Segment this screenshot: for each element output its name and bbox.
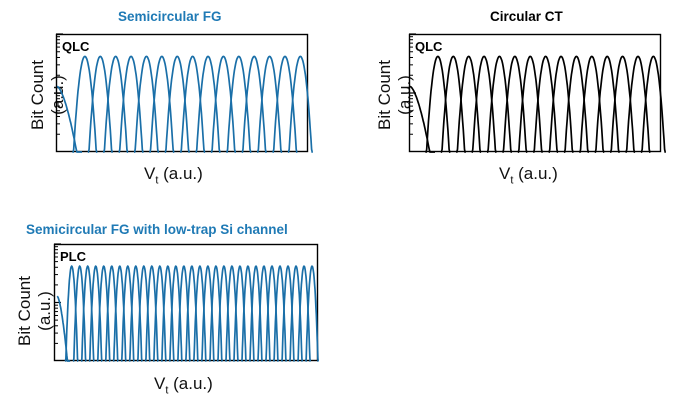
vt-state-curve: [256, 55, 283, 153]
vt-state-curve: [164, 55, 190, 153]
vt-state-curve: [226, 55, 252, 153]
chart-3-xlabel-main: V: [154, 374, 166, 393]
vt-state-curve: [532, 55, 559, 153]
vt-state-curve: [517, 55, 543, 153]
chart-1-xlabel-unit: (a.u.): [158, 164, 203, 183]
vt-distributions: [409, 55, 667, 153]
chart-2-xlabel-sub: t: [510, 174, 514, 187]
chart-2-plot: QLC: [408, 33, 667, 153]
panel-label: QLC: [62, 39, 90, 54]
vt-state-curve: [502, 55, 528, 153]
chart-2-xlabel: Vt (a.u.): [499, 164, 558, 186]
vt-state-curve: [548, 55, 574, 153]
vt-state-curve: [440, 55, 466, 153]
chart-2-xlabel-main: V: [499, 164, 511, 183]
vt-state-curve: [149, 55, 175, 153]
vt-state-curve: [625, 55, 651, 153]
chart-3-plot: PLC: [53, 243, 320, 362]
vt-state-curve: [563, 55, 590, 153]
vt-state-curve: [486, 55, 513, 153]
chart-3-ylabel-line2: (a.u.): [35, 291, 54, 331]
vt-state-curve: [409, 85, 435, 153]
vt-state-curve: [72, 55, 98, 153]
vt-state-curve: [640, 55, 667, 153]
vt-state-curve: [272, 55, 298, 153]
vt-state-curve: [179, 55, 206, 153]
chart-3-ylabel-line1: Bit Count: [15, 276, 34, 346]
vt-state-curve: [102, 55, 129, 153]
vt-state-curve: [425, 55, 451, 153]
vt-state-curve: [56, 85, 82, 153]
vt-state-curve: [118, 55, 144, 153]
vt-state-curve: [56, 295, 71, 362]
chart-1-ylabel-line1: Bit Count: [28, 60, 47, 130]
chart-1-plot: QLC: [55, 33, 314, 153]
chart-2-xlabel-unit: (a.u.): [513, 164, 558, 183]
chart-1-xlabel-main: V: [144, 164, 156, 183]
chart-2-title: Circular CT: [490, 9, 563, 24]
chart-1-xlabel-sub: t: [155, 174, 159, 187]
chart-1-title: Semicircular FG: [118, 9, 222, 24]
vt-state-curve: [609, 55, 636, 153]
vt-state-curve: [133, 55, 160, 153]
chart-3-xlabel-sub: t: [165, 384, 169, 397]
vt-state-curve: [195, 55, 221, 153]
vt-state-curve: [455, 55, 482, 153]
chart-3-ylabel: Bit Count (a.u.): [15, 251, 55, 371]
panel-label: QLC: [415, 39, 443, 54]
vt-state-curve: [241, 55, 267, 153]
vt-distributions: [56, 55, 314, 153]
vt-state-curve: [287, 55, 314, 153]
vt-state-curve: [305, 265, 320, 362]
vt-state-curve: [579, 55, 605, 153]
vt-state-curve: [87, 55, 113, 153]
chart-3-title: Semicircular FG with low-trap Si channel: [26, 222, 288, 237]
vt-distributions: [56, 264, 320, 362]
vt-state-curve: [594, 55, 620, 153]
chart-1-xlabel: Vt (a.u.): [144, 164, 203, 186]
panel-label: PLC: [60, 249, 87, 264]
chart-2-ylabel-line1: Bit Count: [375, 60, 394, 130]
chart-3-xlabel: Vt (a.u.): [154, 374, 213, 396]
vt-state-curve: [471, 55, 497, 153]
vt-state-curve: [210, 55, 237, 153]
chart-3-xlabel-unit: (a.u.): [168, 374, 213, 393]
